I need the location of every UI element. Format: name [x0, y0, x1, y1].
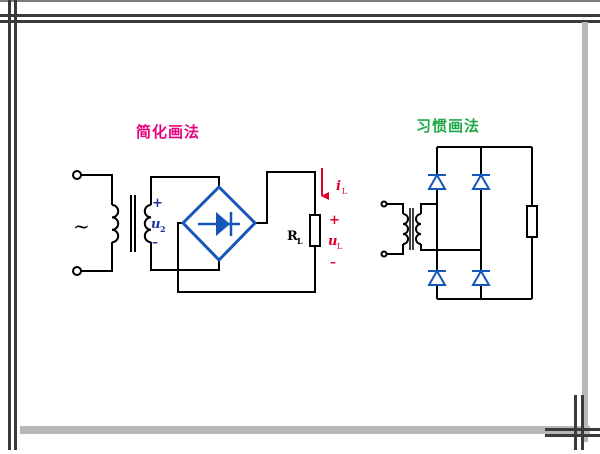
primary-wire-bottom [81, 242, 113, 272]
diode-bottom-left [427, 268, 447, 286]
primary-coil [111, 204, 120, 244]
u2-subscript: 2 [160, 224, 166, 234]
secondary-coil-2 [415, 213, 422, 245]
load-label: R [287, 229, 298, 244]
uL-minus-sign: – [330, 255, 336, 269]
uL-subscript: L [337, 242, 343, 251]
input-terminal-top [72, 170, 82, 180]
title-conventional-drawing: 习惯画法 [416, 117, 481, 135]
secondary-wire-top [150, 176, 220, 205]
iL-subscript: L [342, 187, 348, 196]
u2-minus-sign: – [152, 235, 158, 249]
secondary-wire-top-2 [420, 203, 437, 214]
output-wire-positive [255, 171, 316, 224]
uL-label: u [328, 234, 337, 249]
input-terminal-bottom-2 [380, 250, 388, 258]
primary-coil-2 [402, 213, 409, 245]
secondary-wire-bottom-2 [420, 244, 481, 251]
title-simplified-drawing: 简化画法 [136, 123, 201, 141]
diode-top-right [471, 172, 491, 190]
uL-plus-sign: + [329, 213, 340, 228]
iL-label: i [336, 179, 341, 194]
load-resistor [309, 214, 321, 247]
bridge-diodes [427, 172, 491, 286]
ac-source-symbol: ~ [73, 214, 90, 238]
diode-top-left [427, 172, 447, 190]
bridge-diode-triangle [216, 212, 230, 236]
u2-label: u [151, 217, 160, 232]
output-wire-negative [177, 222, 316, 293]
secondary-coil [143, 204, 152, 244]
load-label-subscript: L [297, 236, 303, 246]
input-terminal-top-2 [380, 200, 388, 208]
primary-wire-top-2 [386, 203, 404, 214]
simplified-circuit [72, 170, 321, 293]
secondary-wire-bottom [150, 242, 220, 271]
u2-plus-sign: + [152, 196, 163, 211]
bridge-block [180, 184, 258, 263]
primary-wire-bottom-2 [386, 244, 404, 255]
load-resistor-2 [526, 205, 538, 238]
primary-wire-top [81, 174, 113, 205]
diode-bottom-right [471, 268, 491, 286]
input-terminal-bottom [72, 266, 82, 276]
